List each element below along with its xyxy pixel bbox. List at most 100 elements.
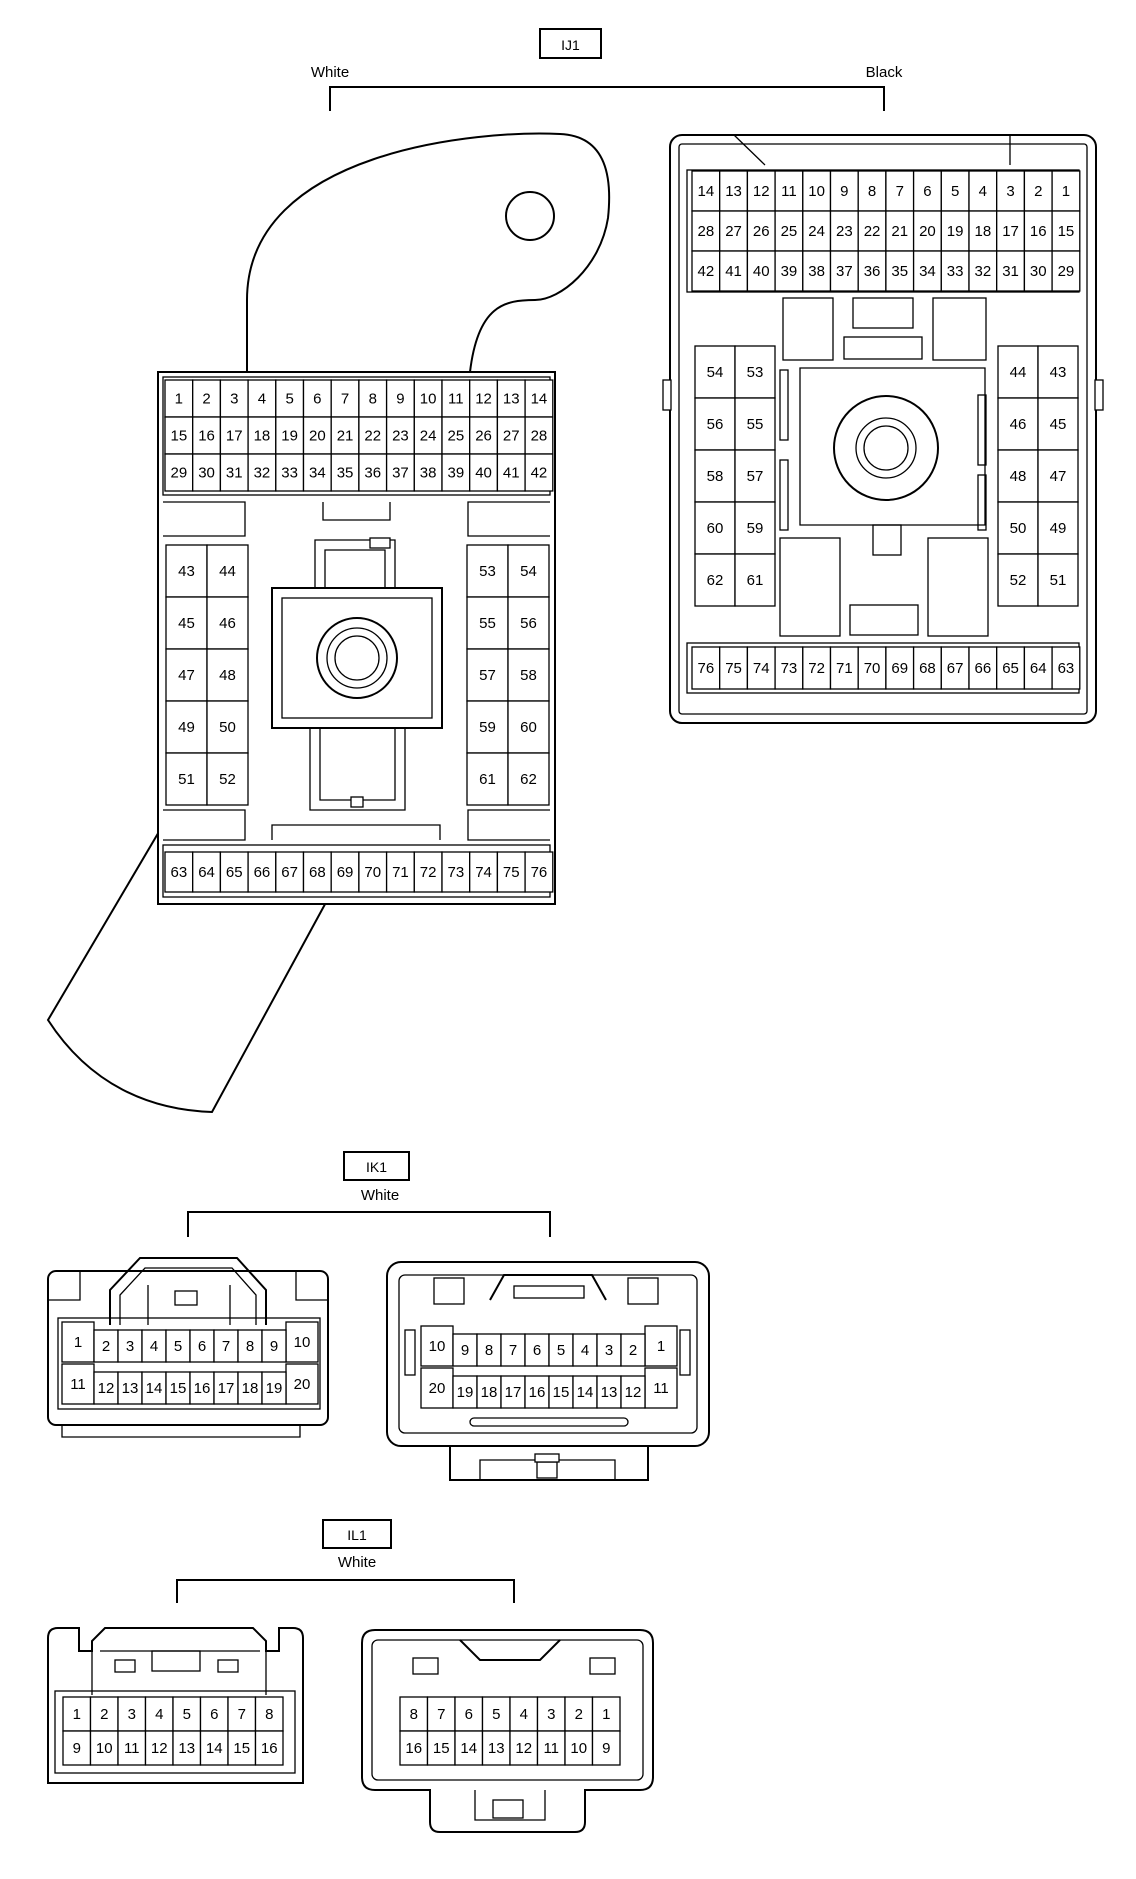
- ij1-right-pin-34: 34: [912, 250, 942, 292]
- ij1-right-pin-1: 1: [1051, 170, 1081, 212]
- pin-cavity: [426, 1730, 456, 1766]
- pin-number: 25: [448, 428, 465, 445]
- pin-cavity: [694, 501, 736, 555]
- pin-number: 11: [781, 183, 797, 200]
- pin-number: 69: [337, 864, 354, 881]
- pin-number: 23: [392, 428, 409, 445]
- il1-right-pin-3: 3: [536, 1696, 566, 1732]
- pin-cavity: [275, 379, 305, 418]
- pin-cavity: [206, 752, 249, 806]
- ik1-left-pin-7: 7: [213, 1329, 239, 1363]
- pin-number: 8: [868, 183, 876, 200]
- ik1-left-pin-14: 14: [141, 1371, 167, 1405]
- ij1-left-pin-64: 64: [192, 851, 222, 893]
- ik1-left-pin-11: 11: [61, 1363, 95, 1405]
- ij1-right-pin-30: 30: [1023, 250, 1053, 292]
- ij1-right-pin-59: 59: [734, 501, 776, 555]
- pin-cavity: [507, 752, 550, 806]
- ij1-right-pin-73: 73: [774, 646, 804, 690]
- il1-left-pin-8: 8: [254, 1696, 284, 1732]
- il1-right-pin-14: 14: [454, 1730, 484, 1766]
- pin-cavity: [330, 453, 360, 492]
- ij1-right-pin-43: 43: [1037, 345, 1079, 399]
- il1-right-pin-13: 13: [481, 1730, 511, 1766]
- pin-cavity: [275, 416, 305, 455]
- pin-number: 14: [206, 1740, 223, 1757]
- pin-cavity: [165, 752, 208, 806]
- pin-cavity: [734, 553, 776, 607]
- pin-number: 60: [707, 520, 724, 537]
- ij1-right-pin-28: 28: [691, 210, 721, 252]
- ik1-left-pin-20: 20: [285, 1363, 319, 1405]
- ij1-left-pin-38: 38: [413, 453, 443, 492]
- ij1-right-pin-74: 74: [746, 646, 776, 690]
- pin-number: 57: [479, 667, 496, 684]
- ij1-right-pin-27: 27: [719, 210, 749, 252]
- pin-number: 63: [1058, 660, 1075, 677]
- pin-cavity: [1051, 210, 1081, 252]
- pin-number: 53: [479, 563, 496, 580]
- pin-cavity: [912, 250, 942, 292]
- pin-number: 59: [747, 520, 764, 537]
- ij1-bracket: [329, 86, 885, 111]
- il1-left-pin-1: 1: [62, 1696, 92, 1732]
- pin-number: 7: [509, 1342, 517, 1359]
- ik1-right-pin-10: 10: [420, 1325, 454, 1367]
- pin-number: 8: [246, 1338, 254, 1355]
- ij1-left-pin-44: 44: [206, 544, 249, 598]
- il1-right-pin-12: 12: [509, 1730, 539, 1766]
- pin-cavity: [141, 1371, 167, 1405]
- ij1-left-pin-41: 41: [496, 453, 526, 492]
- pin-number: 8: [265, 1706, 273, 1723]
- ij1-left-pin-6: 6: [302, 379, 332, 418]
- ij1-right-pin-32: 32: [968, 250, 998, 292]
- pin-cavity: [330, 379, 360, 418]
- pin-number: 47: [178, 667, 195, 684]
- pin-number: 3: [547, 1706, 555, 1723]
- ij1-right-pin-55: 55: [734, 397, 776, 451]
- il1-right-pin-6: 6: [454, 1696, 484, 1732]
- pin-number: 11: [124, 1740, 140, 1757]
- pin-cavity: [189, 1329, 215, 1363]
- pin-number: 15: [433, 1740, 450, 1757]
- ik1-right-pin-8: 8: [476, 1333, 502, 1367]
- pin-number: 13: [503, 391, 520, 408]
- pin-number: 2: [575, 1706, 583, 1723]
- pin-number: 9: [602, 1740, 610, 1757]
- ij1-left-pin-76: 76: [524, 851, 554, 893]
- pin-number: 33: [281, 465, 298, 482]
- ij1-right-pin-8: 8: [857, 170, 887, 212]
- pin-number: 5: [183, 1706, 191, 1723]
- ij1-left-pin-54: 54: [507, 544, 550, 598]
- ij1-left-pin-9: 9: [385, 379, 415, 418]
- pin-number: 12: [475, 391, 492, 408]
- pin-cavity: [691, 210, 721, 252]
- ij1-left-pin-40: 40: [469, 453, 499, 492]
- il1-right-pin-11: 11: [536, 1730, 566, 1766]
- pin-cavity: [1037, 501, 1079, 555]
- pin-number: 10: [420, 391, 437, 408]
- pin-number: 62: [520, 771, 537, 788]
- pin-number: 14: [146, 1380, 163, 1397]
- ij1-left-pin-52: 52: [206, 752, 249, 806]
- pin-number: 18: [242, 1380, 259, 1397]
- ij1-left-pin-4: 4: [247, 379, 277, 418]
- ik1-left-pin-8: 8: [237, 1329, 263, 1363]
- pin-cavity: [591, 1730, 621, 1766]
- ij1-right-pin-11: 11: [774, 170, 804, 212]
- pin-number: 23: [836, 223, 853, 240]
- ij1-right-pin-57: 57: [734, 449, 776, 503]
- pin-number: 6: [465, 1706, 473, 1723]
- il1-right-pin-1: 1: [591, 1696, 621, 1732]
- ik1-right-pin-7: 7: [500, 1333, 526, 1367]
- pin-number: 50: [219, 719, 236, 736]
- pin-number: 29: [1058, 263, 1075, 280]
- il1-left-pin-9: 9: [62, 1730, 92, 1766]
- pin-number: 7: [437, 1706, 445, 1723]
- pin-number: 18: [254, 428, 271, 445]
- ik1-right-pin-5: 5: [548, 1333, 574, 1367]
- ij1-right-pin-65: 65: [996, 646, 1026, 690]
- ij1-right-pin-6: 6: [912, 170, 942, 212]
- pin-number: 54: [707, 364, 724, 381]
